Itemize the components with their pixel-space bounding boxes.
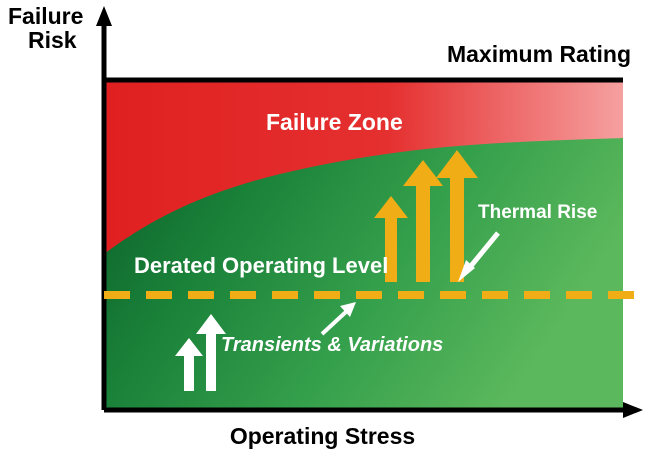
thermal-arrow-2 bbox=[403, 160, 443, 282]
safe-zone-region bbox=[104, 138, 623, 410]
transient-arrows bbox=[175, 314, 226, 391]
transient-arrow-2 bbox=[196, 314, 226, 391]
transients-variations-label: Transients & Variations bbox=[221, 334, 444, 356]
transient-arrow-1 bbox=[175, 338, 203, 391]
x-axis-arrowhead bbox=[623, 402, 643, 418]
y-axis-arrowhead bbox=[96, 6, 112, 26]
transients-pointer bbox=[320, 302, 356, 336]
thermal-arrow-1 bbox=[374, 196, 408, 282]
thermal-rise-arrows bbox=[374, 150, 478, 282]
failure-zone-label: Failure Zone bbox=[266, 109, 403, 135]
thermal-arrow-3 bbox=[436, 150, 478, 282]
maximum-rating-label: Maximum Rating bbox=[446, 41, 631, 67]
y-axis-label-line2: Risk bbox=[28, 27, 77, 54]
thermal-rise-pointer bbox=[458, 231, 500, 282]
thermal-rise-label: Thermal Rise bbox=[478, 202, 598, 223]
derated-operating-level-label: Derated Operating Level bbox=[134, 253, 389, 278]
y-axis-label-line1: Failure bbox=[8, 3, 84, 29]
x-axis-label: Operating Stress bbox=[229, 423, 416, 449]
